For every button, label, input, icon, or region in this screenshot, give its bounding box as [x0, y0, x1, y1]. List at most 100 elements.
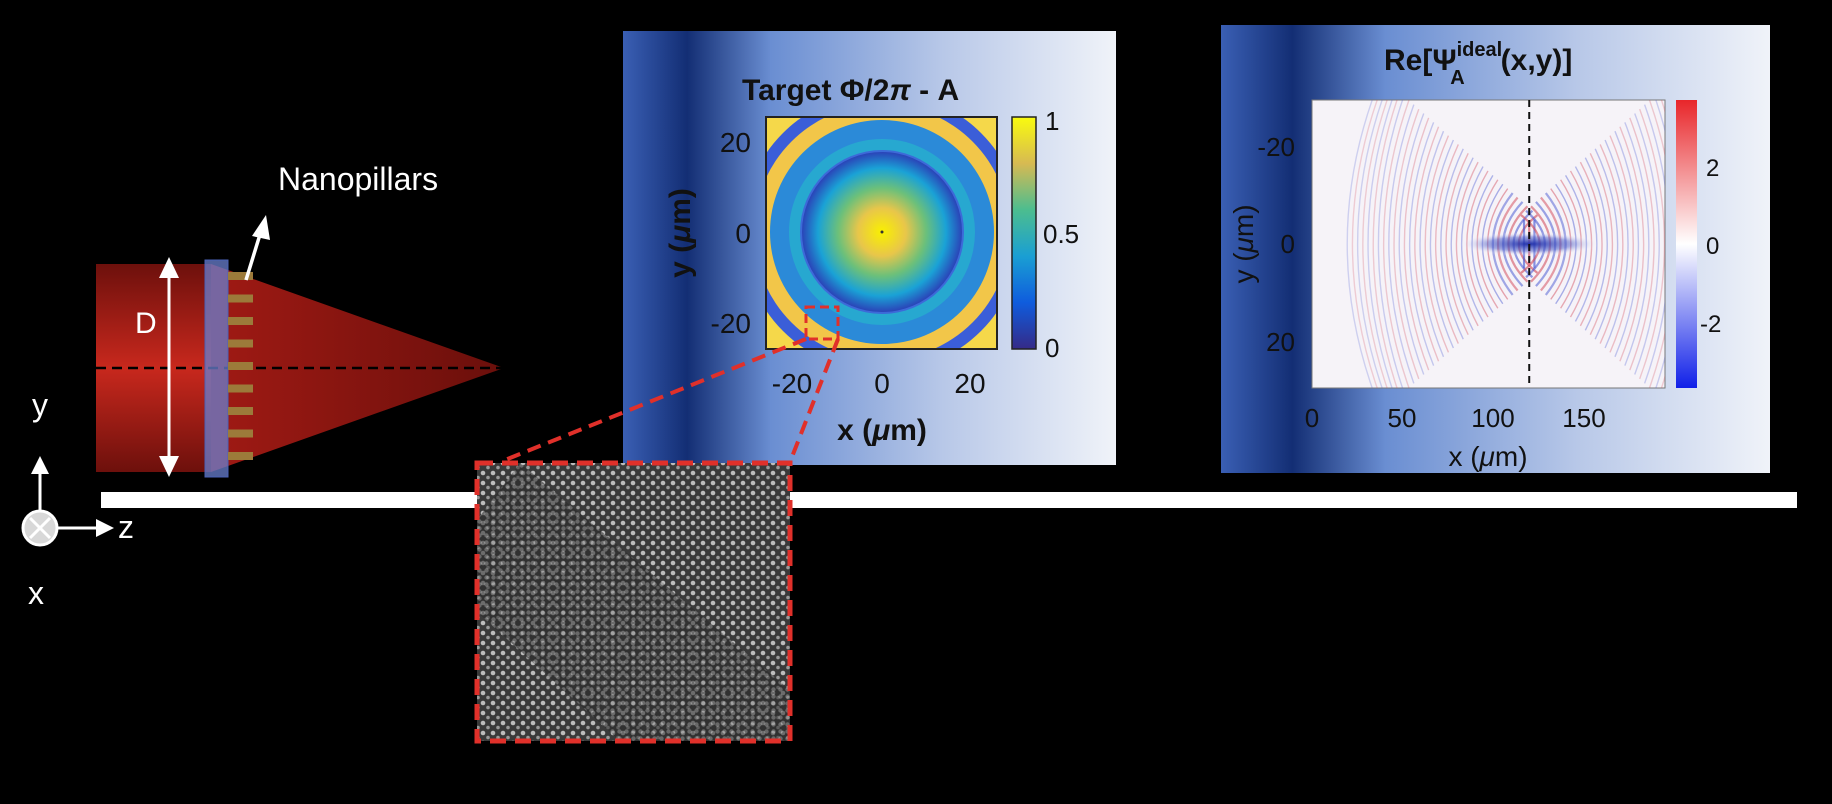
wavefront: [1372, 100, 1398, 388]
nanopillar: [228, 429, 253, 438]
wavefront: [1440, 148, 1464, 340]
wavefront: [1367, 100, 1393, 388]
wavefront: [1450, 157, 1474, 331]
phase-map-frame: [765, 116, 998, 350]
zoom-line-right: [788, 338, 840, 463]
wavefront: [1393, 108, 1420, 380]
field-wavefronts: [1346, 100, 1665, 388]
wavefront: [1419, 130, 1445, 358]
wavefront: [1614, 130, 1640, 358]
wavefront: [1604, 139, 1629, 349]
wavefront: [1351, 100, 1378, 388]
metasurface-substrate: [204, 259, 229, 478]
zoom-region-marker: [804, 305, 840, 341]
wavefront: [1435, 144, 1459, 344]
y-axis-arrow-head: [31, 456, 49, 474]
wavefront: [1609, 135, 1634, 353]
phase-panel-title: Target Φ/2π - A: [742, 74, 959, 107]
wavefront: [1377, 100, 1404, 388]
phase-colorbar-tick-mid: 0.5: [1043, 219, 1079, 249]
field-colorbar-tick-mid: 0: [1706, 233, 1719, 260]
wavefront: [1634, 113, 1660, 375]
phase-map-center-dot: [880, 230, 884, 234]
axis-y-label: y: [32, 387, 48, 423]
wavefront: [1429, 139, 1455, 349]
nanopillar: [228, 362, 253, 370]
field-xtick: 50: [1388, 403, 1417, 433]
phase-colorbar-tick-bottom: 0: [1045, 333, 1059, 363]
x-axis-cross-b: [28, 516, 52, 540]
aperture-arrow-head-bottom: [159, 456, 179, 477]
coordinate-axes: y z x: [21, 387, 134, 611]
aperture-label: D: [135, 307, 157, 340]
phase-colorbar-tick-top: 1: [1045, 106, 1059, 136]
phase-ylabel: y (μm): [664, 188, 697, 278]
wavefront: [1403, 117, 1430, 371]
wavefront: [1589, 152, 1614, 336]
field-xlabel: x (μm): [1448, 441, 1527, 472]
field-ytick: -20: [1257, 132, 1295, 162]
wavefront: [1629, 117, 1655, 371]
nanopillars-label: Nanopillars: [278, 161, 438, 197]
target-phase-panel: Target Φ/2π - A 1 0.5 0 -20 0 20 20 0 -2…: [623, 31, 1116, 465]
nanopillar-array: [228, 272, 253, 460]
phase-ytick: 20: [720, 127, 751, 158]
field-ylabel: y (μm): [1228, 204, 1259, 283]
nanopillar: [228, 339, 253, 348]
wavefront: [1599, 144, 1624, 344]
wavefront: [1584, 157, 1608, 331]
wavefront: [1424, 135, 1450, 353]
wavefront: [1356, 100, 1383, 388]
wavefront: [1382, 100, 1410, 388]
nanopillar: [228, 452, 253, 460]
nanopillar: [228, 384, 253, 393]
phase-xtick: -20: [772, 368, 812, 399]
phase-ytick: -20: [711, 308, 751, 339]
axis-z-label: z: [118, 509, 134, 545]
nanopillar: [228, 294, 253, 303]
wavefront: [1346, 100, 1374, 388]
wavefront: [1579, 161, 1603, 327]
field-ytick: 20: [1266, 327, 1295, 357]
field-colorbar-tick-top: 2: [1706, 155, 1719, 182]
field-xtick: 150: [1562, 403, 1605, 433]
phase-colorbar: [1011, 116, 1037, 350]
nanopillar: [228, 407, 253, 415]
wavefront: [1643, 104, 1665, 384]
field-ytick: 0: [1281, 229, 1295, 259]
wavefront: [1594, 148, 1619, 340]
wavefront: [1455, 161, 1479, 327]
wavefront: [1408, 122, 1435, 366]
wavefront: [1362, 100, 1388, 388]
phase-xtick: 20: [954, 368, 985, 399]
wavefront: [1388, 104, 1415, 384]
focusing-diagram: D Nanopillars: [96, 161, 504, 478]
zoom-line-left: [499, 337, 807, 464]
nanopillar: [228, 272, 253, 280]
axis-x-label: x: [28, 575, 44, 611]
wavefront: [1639, 108, 1665, 380]
aperture-arrow-head-top: [159, 257, 179, 278]
phase-ytick: 0: [735, 218, 751, 249]
field-xtick: 0: [1305, 403, 1319, 433]
wavefront: [1624, 122, 1650, 366]
field-xtick: 100: [1471, 403, 1514, 433]
phase-xlabel: x (μm): [837, 414, 927, 447]
wavefront: [1648, 100, 1665, 388]
wavefront: [1445, 152, 1469, 336]
sem-image-frame: [474, 460, 793, 744]
baseline-bar: [101, 492, 1797, 508]
field-colorbar-tick-bottom: -2: [1700, 311, 1721, 338]
z-axis-arrow-head: [96, 519, 114, 537]
wavefront: [1414, 126, 1440, 362]
field-colorbar: [1676, 100, 1697, 388]
sem-zoom-inset: [474, 460, 793, 744]
wavefront: [1619, 126, 1645, 362]
phase-xtick: 0: [874, 368, 890, 399]
nanopillar: [228, 317, 253, 325]
sem-image-diagonal-band: [477, 463, 790, 741]
